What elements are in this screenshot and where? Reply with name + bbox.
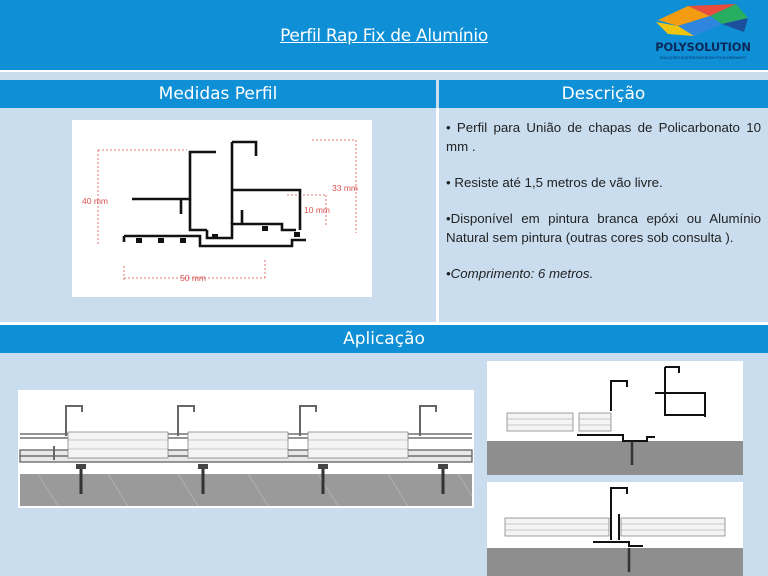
detail-exploded-illustration [487,366,743,475]
application-drawing-assembly [18,390,474,508]
description-text: • Perfil para União de chapas de Policar… [446,118,761,300]
company-logo: POLYSOLUTION SOLUÇÕES SUSTENTÁVEIS EM PO… [648,2,758,70]
column-divider [436,108,439,325]
section-title-application: Aplicação [0,325,768,353]
application-drawing-detail-top [487,361,743,475]
page-title: Perfil Rap Fix de Alumínio [280,26,488,46]
section-divider [0,322,768,325]
description-item: •Disponível em pintura branca epóxi ou A… [446,211,761,245]
application-drawing-detail-bottom [487,482,743,576]
dim-height-upper: 33 mm [332,183,358,193]
dim-width: 50 mm [180,273,206,283]
section-title-measures: Medidas Perfil [0,80,436,108]
description-item: •Comprimento: 6 metros. [446,266,594,281]
header-bar: Perfil Rap Fix de Alumínio POLYSOLUTION … [0,0,768,72]
logo-mark-icon [656,4,748,36]
profile-cross-section: 40 mm 33 mm 10 mm 50 mm [82,139,358,283]
profile-drawing: 40 mm 33 mm 10 mm 50 mm [72,120,372,297]
logo-wordmark: POLYSOLUTION [655,40,751,54]
dim-height-lower: 10 mm [304,205,330,215]
description-item: • Resiste até 1,5 metros de vão livre. [446,175,663,190]
section-title-description: Descrição [439,80,768,108]
logo-tagline: SOLUÇÕES SUSTENTÁVEIS EM POLICARBONATO [659,56,747,60]
description-item: • Perfil para União de chapas de Policar… [446,120,761,154]
dim-height-total: 40 mm [82,196,108,206]
detail-assembled-illustration [487,487,743,576]
assembly-illustration [19,405,473,507]
